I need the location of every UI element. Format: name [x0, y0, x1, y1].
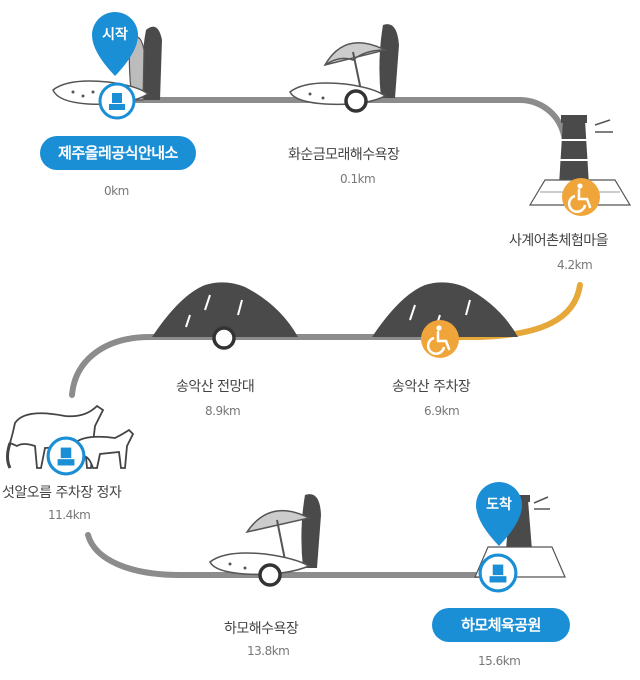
stop-distance: 6.9km: [424, 404, 460, 418]
stop-distance: 15.6km: [478, 654, 521, 668]
stop-label: 송악산 전망대: [176, 379, 255, 395]
stop-label: 섯알오름 주차장 정자: [2, 485, 122, 501]
beach-umbrella-icon: [209, 494, 321, 576]
stop-distance: 0.1km: [340, 172, 376, 186]
stop-label: 화순금모래해수욕장: [288, 147, 400, 163]
stop-distance: 0km: [104, 184, 129, 198]
info-center-icon: [46, 436, 86, 476]
end-pin-label: 도착: [486, 497, 512, 513]
horse-icon: [6, 404, 135, 469]
stop-distance: 11.4km: [48, 508, 91, 522]
start-pin: 시작: [92, 12, 138, 76]
info-center-icon: [478, 553, 518, 593]
stop-distance: 8.9km: [205, 404, 241, 418]
route-stop-dot: [258, 563, 282, 587]
end-pin: 도착: [476, 482, 522, 546]
stop-label: 송악산 주차장: [392, 379, 471, 395]
stop-label-end: 하모체육공원: [432, 608, 570, 642]
stop-label: 사계어촌체험마을: [509, 233, 609, 249]
wheelchair-icon: [421, 320, 459, 358]
start-pin-label: 시작: [102, 27, 128, 43]
route-stop-dot: [344, 89, 368, 113]
info-center-icon: [98, 82, 136, 120]
stop-label: 하모해수욕장: [224, 621, 299, 637]
route-stop-dot: [212, 326, 236, 350]
stop-distance: 13.8km: [247, 644, 290, 658]
wheelchair-icon: [562, 178, 600, 216]
stop-distance: 4.2km: [557, 258, 593, 272]
stop-label-start: 제주올레공식안내소: [40, 136, 196, 170]
mountain-icon: [152, 282, 298, 337]
lighthouse-icon: [528, 115, 632, 206]
